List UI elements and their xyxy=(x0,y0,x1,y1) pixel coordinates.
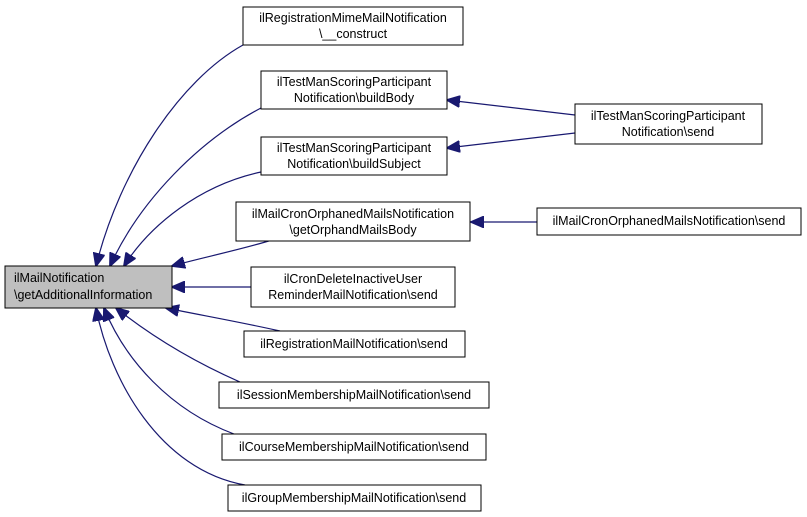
node-label-line: ilMailCronOrphanedMailsNotification\send xyxy=(553,214,786,228)
node-label-line: ilRegistrationMimeMailNotification xyxy=(259,11,447,25)
node-label-line: Notification\buildBody xyxy=(294,91,415,105)
node-course-membership-send[interactable]: ilCourseMembershipMailNotification\send xyxy=(221,433,487,461)
node-session-membership-send[interactable]: ilSessionMembershipMailNotification\send xyxy=(218,381,490,409)
node-cron-orphaned-mails-body[interactable]: ilMailCronOrphanedMailsNotification \get… xyxy=(235,201,471,242)
node-focus-ilmailnotification[interactable]: ilMailNotification \getAdditionalInforma… xyxy=(4,265,173,309)
node-label-line: ilSessionMembershipMailNotification\send xyxy=(237,388,471,402)
node-label-line: \getOrphandMailsBody xyxy=(289,223,417,237)
nodes-layer: ilMailNotification \getAdditionalInforma… xyxy=(4,6,802,512)
node-label-line: ilTestManScoringParticipant xyxy=(591,109,746,123)
edge-testman-send-to-buildsubject xyxy=(447,132,576,148)
node-cron-delete-inactive-user[interactable]: ilCronDeleteInactiveUser ReminderMailNot… xyxy=(250,266,456,308)
node-label-line: \__construct xyxy=(319,27,388,41)
node-label-line: ilTestManScoringParticipant xyxy=(277,75,432,89)
node-registration-mime-construct[interactable]: ilRegistrationMimeMailNotification \__co… xyxy=(242,6,464,46)
edge-testman-send-to-buildbody xyxy=(447,100,576,116)
node-label-line: ilRegistrationMailNotification\send xyxy=(260,337,448,351)
node-label-line: ilTestManScoringParticipant xyxy=(277,141,432,155)
edge-group-membership-to-focus xyxy=(96,308,246,486)
node-testman-buildbody[interactable]: ilTestManScoringParticipant Notification… xyxy=(260,70,448,110)
edges-layer xyxy=(96,44,576,486)
node-registration-mail-send[interactable]: ilRegistrationMailNotification\send xyxy=(243,330,466,358)
node-label-line: ilMailNotification xyxy=(14,271,104,285)
node-group-membership-send[interactable]: ilGroupMembershipMailNotification\send xyxy=(227,484,482,512)
node-label-line: \getAdditionalInformation xyxy=(14,288,152,302)
edge-cron-orphaned-body-to-focus xyxy=(172,239,273,266)
node-label-line: Notification\send xyxy=(622,125,714,139)
edge-session-membership-to-focus xyxy=(116,308,241,383)
node-label-line: ilMailCronOrphanedMailsNotification xyxy=(252,207,454,221)
node-label-line: ilGroupMembershipMailNotification\send xyxy=(242,491,466,505)
node-label-line: ReminderMailNotification\send xyxy=(268,288,438,302)
node-label-line: Notification\buildSubject xyxy=(287,157,421,171)
edge-registration-send-to-focus xyxy=(166,308,281,332)
node-label-line: ilCronDeleteInactiveUser xyxy=(284,272,422,286)
edge-testman-buildsubject-to-focus xyxy=(124,171,262,266)
edge-registration-mime-construct-to-focus xyxy=(96,44,244,266)
node-testman-send[interactable]: ilTestManScoringParticipant Notification… xyxy=(574,103,763,145)
node-label-line: ilCourseMembershipMailNotification\send xyxy=(239,440,469,454)
edge-testman-buildbody-to-focus xyxy=(110,107,262,266)
edge-course-membership-to-focus xyxy=(104,308,235,435)
node-testman-buildsubject[interactable]: ilTestManScoringParticipant Notification… xyxy=(260,136,448,176)
node-cron-orphaned-mails-send[interactable]: ilMailCronOrphanedMailsNotification\send xyxy=(536,207,802,236)
